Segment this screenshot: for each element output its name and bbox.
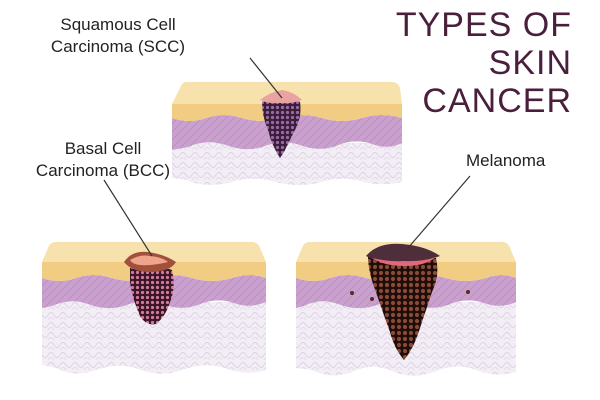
scc-leader-line [249, 57, 283, 99]
bcc-tumor [130, 265, 174, 325]
scc-tumor [262, 98, 301, 158]
melanoma-tumor-surface [366, 243, 440, 263]
bcc-epidermis-top [42, 242, 266, 262]
melanoma-label: Melanoma [466, 151, 546, 170]
melanoma-cell-dot [466, 290, 470, 294]
melanoma-cell-dot [350, 291, 354, 295]
bcc-label: Basal Cell Carcinoma (BCC) [28, 138, 178, 182]
bcc-label-line-2: Carcinoma (BCC) [35, 161, 171, 180]
bcc-label-line-1: Basal Cell [64, 139, 142, 158]
bcc-tumor-crust-highlight [130, 255, 168, 266]
title-line-3: CANCER [422, 82, 572, 120]
melanoma-skin-block [296, 242, 516, 376]
title-line-2: SKIN [488, 44, 572, 82]
bcc-leader-line [103, 179, 153, 257]
scc-label-line-1: Squamous Cell [60, 15, 176, 34]
bcc-hypodermis [42, 302, 266, 374]
melanoma-tumor-rim [372, 257, 436, 266]
title-line-1: TYPES OF [395, 6, 572, 44]
scc-hypodermis [172, 143, 402, 186]
bcc-skin-block [42, 242, 266, 374]
melanoma-cell-dot [370, 297, 374, 301]
scc-skin-block [172, 82, 402, 186]
melanoma-leader-line [407, 175, 471, 249]
scc-label-line-2: Carcinoma (SCC) [50, 37, 186, 56]
scc-label: Squamous Cell Carcinoma (SCC) [30, 14, 206, 58]
melanoma-tumor [368, 252, 438, 360]
